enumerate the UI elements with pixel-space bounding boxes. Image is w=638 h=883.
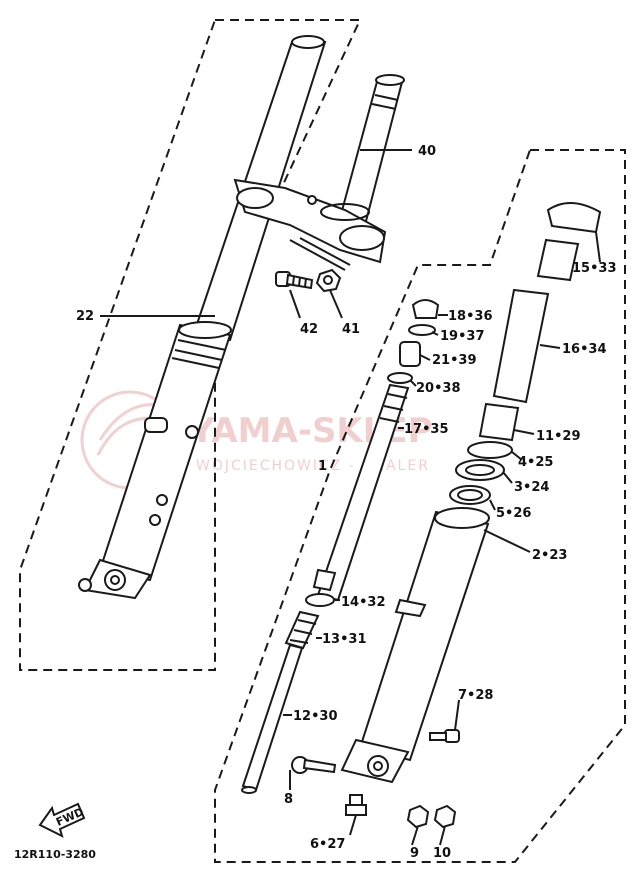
drawing-code: 12R110-3280 [14,848,96,861]
label-1: 1 [318,459,327,474]
nut-41 [315,268,342,293]
under-bracket-40 [233,74,405,271]
label-3-24: 3•24 [514,480,549,495]
label-6-27: 6•27 [310,837,345,852]
label-13-31: 13•31 [322,632,367,647]
label-42: 42 [300,322,318,337]
bolt-42 [275,271,314,290]
label-7-28: 7•28 [458,688,493,703]
label-41: 41 [342,322,360,337]
label-16-34: 16•34 [562,342,607,357]
label-40: 40 [418,144,436,159]
label-20-38: 20•38 [416,381,461,396]
small-hardware [291,729,460,829]
label-15-33: 15•33 [572,261,617,276]
label-2-23: 2•23 [532,548,567,563]
label-10: 10 [433,846,451,861]
label-11-29: 11•29 [536,429,581,444]
label-14-32: 14•32 [341,595,386,610]
left-assembly-boundary [19,19,362,671]
label-5-26: 5•26 [496,506,531,521]
label-12-30: 12•30 [293,709,338,724]
leader-lines [100,149,601,846]
damper-rod-parts [241,299,440,794]
label-21-39: 21•39 [432,353,477,368]
watermark-subtitle: WOJCIECHOWICZ - DEALER [196,458,430,474]
label-17-35: 17•35 [404,422,449,437]
part-labels: 22 40 42 41 1 18•36 19•37 21•39 20•38 17… [76,144,617,861]
label-4-25: 4•25 [518,455,553,470]
label-8: 8 [284,792,293,807]
label-19-37: 19•37 [440,329,485,344]
label-22: 22 [76,309,94,324]
forward-direction-arrow: FWD [38,802,86,838]
outer-tube-parts [340,202,602,784]
label-18-36: 18•36 [448,309,493,324]
right-assembly-boundary [214,149,626,863]
label-9: 9 [410,846,419,861]
